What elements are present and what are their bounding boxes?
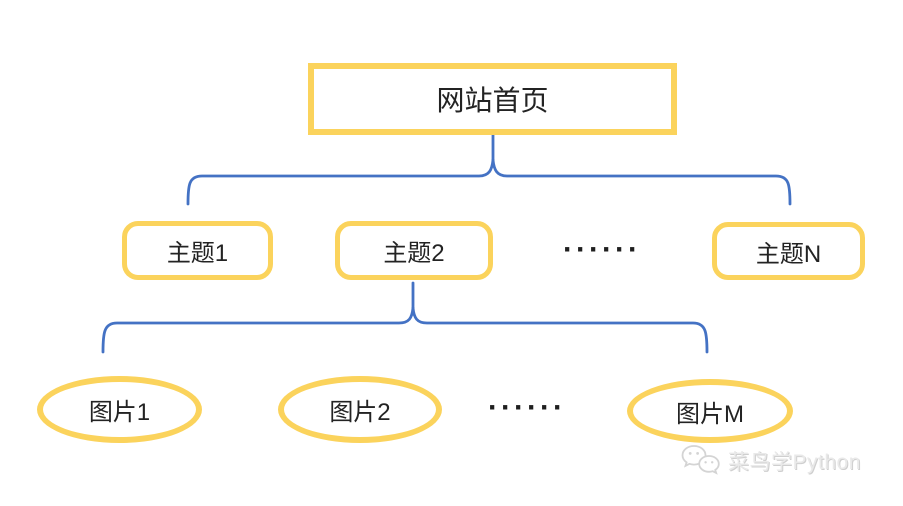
node-image-1: 图片1	[37, 376, 202, 443]
node-topic-n: 主题N	[712, 222, 865, 280]
node-image-m: 图片M	[627, 379, 793, 443]
node-topic-2: 主题2	[335, 221, 493, 280]
node-image-2: 图片2	[278, 376, 442, 443]
node-topic-1: 主题1	[122, 221, 273, 280]
node-topic-1-label: 主题1	[166, 240, 229, 267]
watermark-label: 菜鸟学Python	[728, 451, 861, 474]
brace-topic2-to-images	[101, 281, 709, 354]
topics-ellipsis: ······	[552, 226, 652, 274]
brace-root-to-topics	[186, 133, 792, 206]
node-site-home: 网站首页	[308, 63, 677, 135]
node-image-1-label: 图片1	[88, 399, 151, 426]
images-ellipsis: ······	[472, 384, 582, 432]
node-site-home-label: 网站首页	[436, 85, 549, 116]
images-ellipsis-text: ······	[488, 391, 566, 424]
node-topic-2-label: 主题2	[383, 240, 445, 267]
node-image-m-label: 图片M	[676, 400, 744, 428]
wechat-bubbles-icon	[681, 445, 720, 475]
watermark: 菜鸟学Python	[680, 444, 861, 478]
topics-ellipsis-text: ······	[563, 233, 641, 266]
node-image-2-label: 图片2	[329, 399, 391, 426]
node-topic-n-label: 主题N	[755, 240, 822, 268]
